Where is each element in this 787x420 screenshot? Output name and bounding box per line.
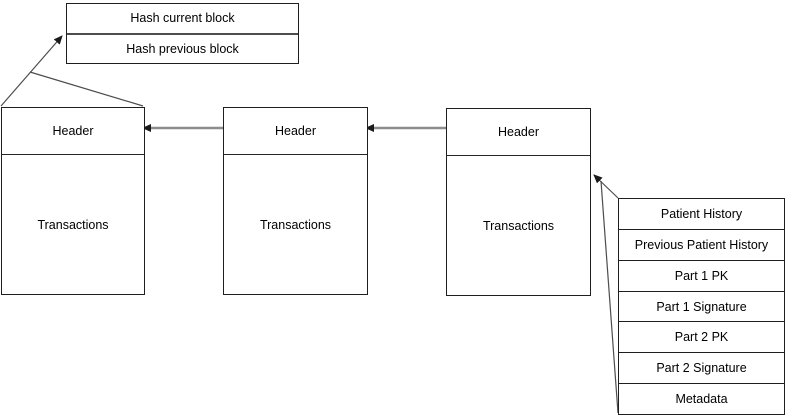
table-row-part-2-signature: Part 2 Signature xyxy=(619,352,784,383)
block-1-transactions: Transactions xyxy=(2,155,144,294)
block-2-transactions-label: Transactions xyxy=(259,217,332,232)
hash-detail-box: Hash current block Hash previous block xyxy=(66,3,299,64)
table-row-part-1-signature: Part 1 Signature xyxy=(619,290,784,322)
hash-callout-line-arrow xyxy=(0,35,63,107)
table-row-previous-patient-history: Previous Patient History xyxy=(619,228,784,260)
table-row-patient-history: Patient History xyxy=(660,206,743,221)
block-2: Header Transactions xyxy=(223,107,368,295)
block-1: Header Transactions xyxy=(1,107,145,295)
block-2-transactions: Transactions xyxy=(224,155,367,294)
block-2-header-label: Header xyxy=(275,124,316,138)
table-callout-line-arrow xyxy=(593,174,619,199)
hash-callout-line-lower xyxy=(29,71,144,107)
table-callout-line-lower xyxy=(600,180,619,414)
table-row-metadata: Metadata xyxy=(619,383,784,414)
block-3-header: Header xyxy=(447,109,590,156)
table-row-part-1-pk: Part 1 PK xyxy=(619,259,784,291)
hash-previous-block-label: Hash previous block xyxy=(126,41,239,56)
hash-current-block-label: Hash current block xyxy=(130,11,235,26)
block-3-transactions: Transactions xyxy=(447,156,590,295)
transaction-detail-table: Patient History Previous Patient History… xyxy=(618,198,785,415)
block-3-transactions-label: Transactions xyxy=(482,218,555,233)
hash-previous-block-row: Hash previous block xyxy=(67,32,298,64)
hash-current-block-row: Hash current block xyxy=(67,4,298,33)
block-1-header-label: Header xyxy=(52,124,94,138)
table-row-part-2-pk: Part 2 PK xyxy=(619,321,784,352)
block-2-header: Header xyxy=(224,108,367,155)
block-3: Header Transactions xyxy=(446,108,591,296)
block-1-header: Header xyxy=(2,108,144,155)
block-1-transactions-label: Transactions xyxy=(37,217,109,232)
block-3-header-label: Header xyxy=(498,125,539,139)
